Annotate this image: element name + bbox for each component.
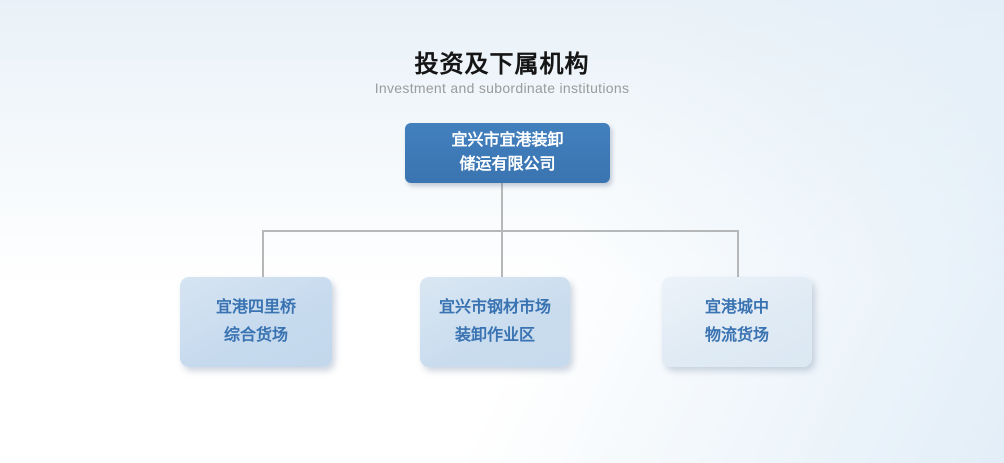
connector-drop-left: [262, 230, 264, 277]
org-node-child-silihe: 宜港四里桥 综合货场: [180, 277, 332, 367]
org-node-child-steel-market: 宜兴市钢材市场 装卸作业区: [420, 277, 570, 367]
org-node-child-3-line2: 物流货场: [704, 327, 769, 344]
connector-drop-middle: [501, 230, 503, 277]
connector-root-stem: [501, 183, 503, 231]
org-node-root: 宜兴市宜港装卸 储运有限公司: [405, 123, 610, 183]
org-node-root-line1: 宜兴市宜港装卸: [451, 132, 564, 149]
org-node-child-2-line1: 宜兴市钢材市场: [438, 299, 551, 316]
page-title: 投资及下属机构: [414, 51, 590, 78]
org-node-child-3-line1: 宜港城中: [704, 299, 769, 316]
org-node-child-chengzhong: 宜港城中 物流货场: [662, 277, 812, 367]
page-subtitle: Investment and subordinate institutions: [374, 80, 630, 96]
connector-horizontal: [262, 230, 739, 232]
org-node-child-1-line1: 宜港四里桥: [215, 299, 296, 316]
connector-drop-right: [737, 230, 739, 277]
org-node-child-2-line2: 装卸作业区: [454, 327, 535, 344]
org-node-child-1-line2: 综合货场: [223, 327, 288, 344]
org-node-root-line2: 储运有限公司: [459, 156, 556, 173]
